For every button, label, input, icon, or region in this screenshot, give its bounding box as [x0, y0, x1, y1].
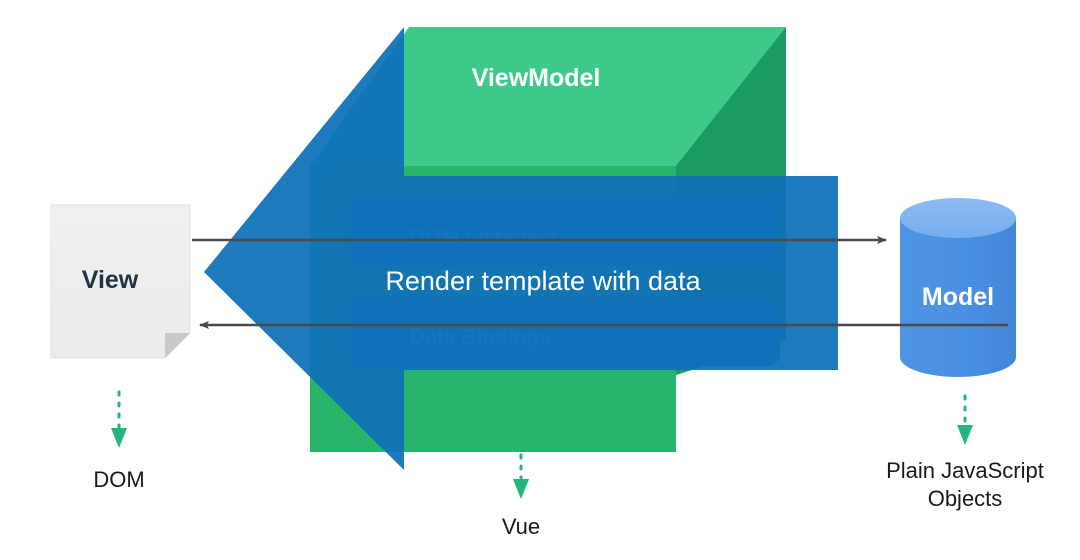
down-arrow-model-icon — [957, 425, 973, 445]
caption-arrow-model — [957, 394, 973, 445]
down-arrow-dom-icon — [111, 428, 127, 448]
viewmodel-label: ViewModel — [472, 64, 601, 92]
caption-model-line1: Plain JavaScript — [886, 458, 1044, 483]
caption-model-line2: Objects — [928, 486, 1003, 511]
node-view[interactable]: View — [50, 204, 191, 359]
view-label: View — [82, 266, 139, 294]
model-cylinder-body — [900, 218, 1016, 377]
model-label: Model — [922, 283, 994, 311]
render-arrow[interactable] — [204, 27, 838, 470]
down-arrow-vue-icon — [513, 479, 529, 499]
viewmodel-top-face — [310, 27, 786, 166]
render-arrow-label: Render template with data — [385, 266, 701, 296]
caption-arrow-dom — [111, 390, 127, 448]
caption-vue: Vue — [502, 514, 540, 539]
caption-dom: DOM — [93, 467, 144, 492]
render-arrow-shape — [204, 27, 838, 470]
view-document-fold — [165, 333, 190, 358]
node-model[interactable]: Model — [900, 198, 1016, 377]
caption-arrow-vue — [513, 453, 529, 499]
model-cylinder-top — [900, 198, 1016, 238]
